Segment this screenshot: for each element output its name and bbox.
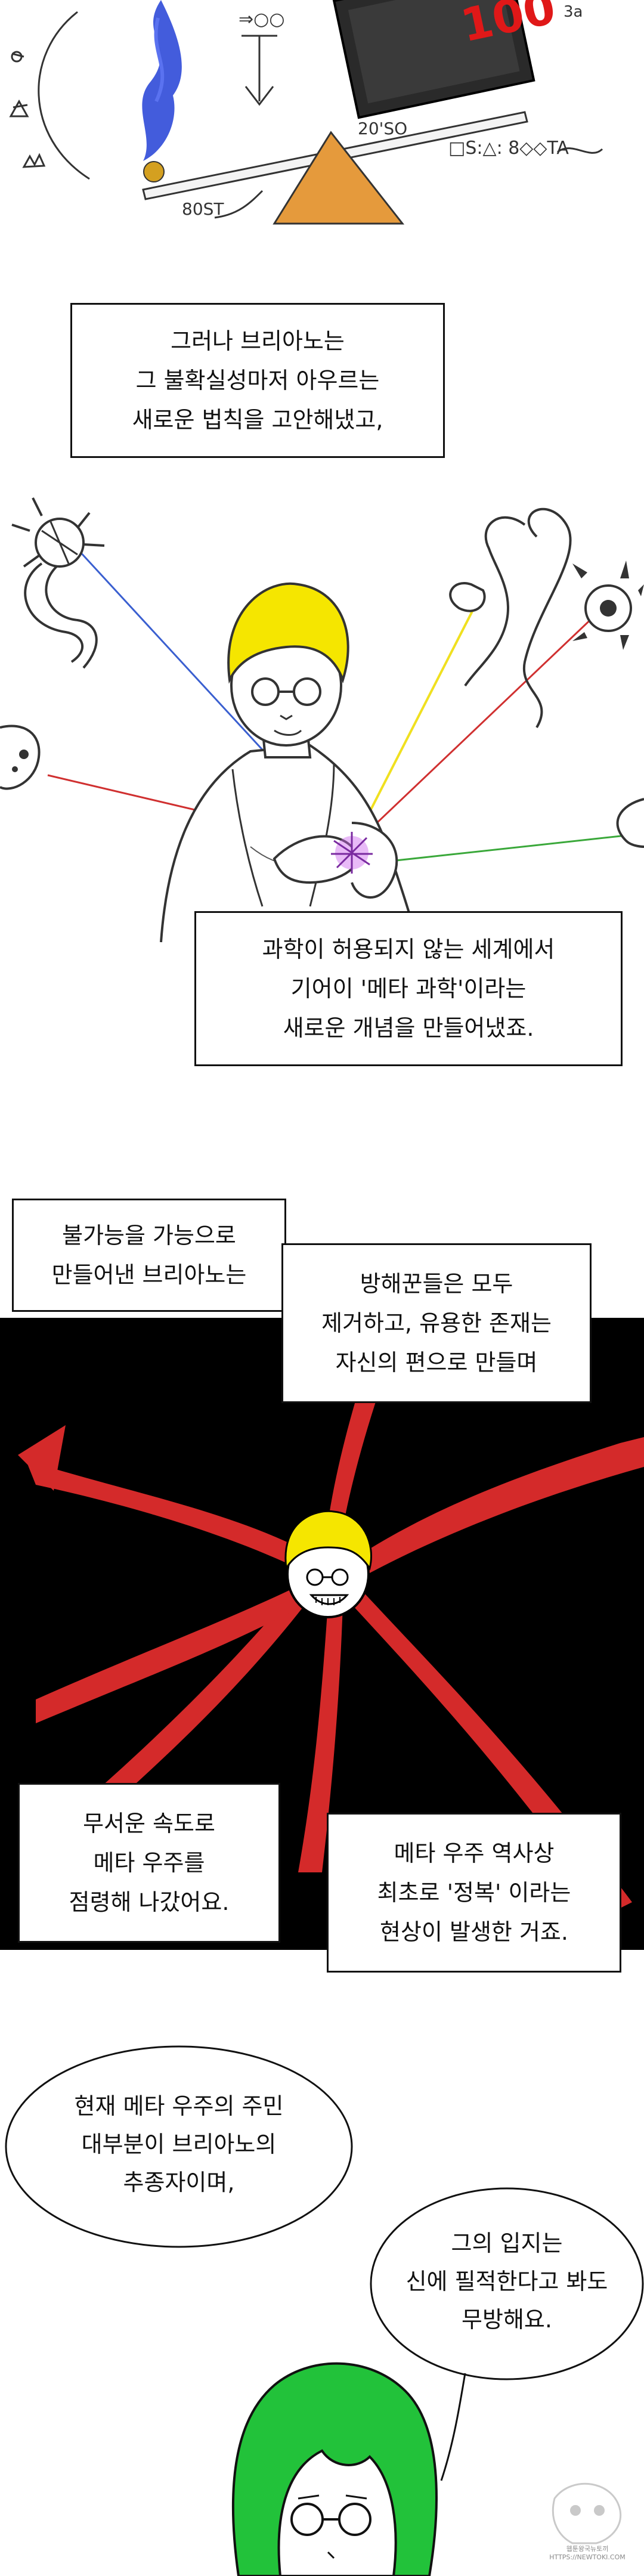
brianno-head <box>284 1510 372 1618</box>
flame-ball <box>143 161 165 182</box>
watermark-text: 웹툰왕국뉴토끼 HTTPS://NEWTOKI.COM <box>537 2545 638 2562</box>
caption-occupy: 무서운 속도로 메타 우주를 점령해 나갔어요. <box>18 1783 280 1943</box>
tentacle-up <box>325 1318 405 1544</box>
speech-bubble-2 <box>370 2187 644 2380</box>
caption-meta-science: 과학이 허용되지 않는 세계에서 기어이 '메타 과학'이라는 새로운 개념을 … <box>194 911 623 1066</box>
tentacle-down <box>298 1604 343 1872</box>
scientist-hair <box>227 582 349 684</box>
crown-scribble <box>22 153 46 168</box>
bubble-text-followers: 현재 메타 우주의 주민 대부분이 브리아노의 추종자이며, <box>74 2093 284 2196</box>
panel-balance-scale: 100 ⇒○○ 20'SO 80ST 3a □S:△: 8◇◇TA <box>0 0 644 227</box>
meta-science-illustration <box>0 497 644 943</box>
down-arrow-scribble <box>244 36 274 106</box>
caption-new-law: 그러나 브리아노는 그 불확실성마저 아우르는 새로운 법칙을 고안해냈고, <box>70 303 445 458</box>
label-3a: 3a <box>564 3 583 21</box>
small-triangle-scribble <box>9 99 29 117</box>
beam-yellow <box>351 590 484 847</box>
weight-block <box>332 0 535 119</box>
right-edge-creature <box>616 798 644 848</box>
tentacle-left-low <box>36 1580 316 1723</box>
beam-green <box>357 834 633 866</box>
beam-red-right <box>351 613 597 848</box>
tentacle-left-arrowhead <box>18 1425 66 1491</box>
label-80st: 80ST <box>182 199 224 219</box>
tentacle-down-left <box>72 1586 310 1825</box>
label-20so: 20'SO <box>358 119 407 138</box>
formula-label: □S:△: 8◇◇TA <box>448 138 569 159</box>
caption-impossible: 불가능을 가능으로 만들어낸 브리아노는 <box>12 1199 286 1312</box>
brianno-hair <box>284 1510 372 1571</box>
fulcrum-triangle <box>273 131 405 225</box>
tentacle-left <box>24 1455 316 1574</box>
watermark-emblem <box>552 2482 622 2544</box>
speech-bubble-1 <box>5 2045 353 2248</box>
arc-scribble <box>38 11 90 180</box>
caption-remove-obstacles: 방해꾼들은 모두 제거하고, 유용한 존재는 자신의 편으로 만들며 <box>281 1243 592 1403</box>
panel-followers: 현재 메타 우주의 주민 대부분이 브리아노의 추종자이며, 그의 입지는 신에… <box>0 2039 644 2576</box>
followers-illustration <box>5 2045 644 2576</box>
left-creature-icon <box>0 724 41 790</box>
tentacle-hand-icon <box>449 507 572 729</box>
speech-tail <box>440 2373 466 2481</box>
panel-meta-science: 과학이 허용되지 않는 세계에서 기어이 '메타 과학'이라는 새로운 개념을 … <box>0 489 644 1145</box>
caption-conquest-history: 메타 우주 역사상 최초로 '정복' 이라는 현상이 발생한 거죠. <box>327 1813 621 1973</box>
sun-creature-icon <box>11 497 105 669</box>
arrow-label: ⇒○○ <box>239 9 285 30</box>
scientist-figure <box>160 582 419 943</box>
green-haired-woman <box>231 2362 438 2576</box>
bubble-text-godlike: 그의 입지는 신에 필적한다고 봐도 무방해요. <box>405 2230 608 2333</box>
spiky-eye-creature-icon <box>572 561 644 650</box>
balance-scale-illustration: 100 ⇒○○ 20'SO 80ST 3a □S:△: 8◇◇TA <box>9 0 603 225</box>
tentacle-right <box>340 1437 644 1586</box>
watermark-line-1: 웹툰왕국뉴토끼 <box>566 2545 609 2553</box>
energy-sparkle-icon <box>331 832 373 874</box>
watermark-line-2: HTTPS://NEWTOKI.COM <box>549 2553 626 2561</box>
